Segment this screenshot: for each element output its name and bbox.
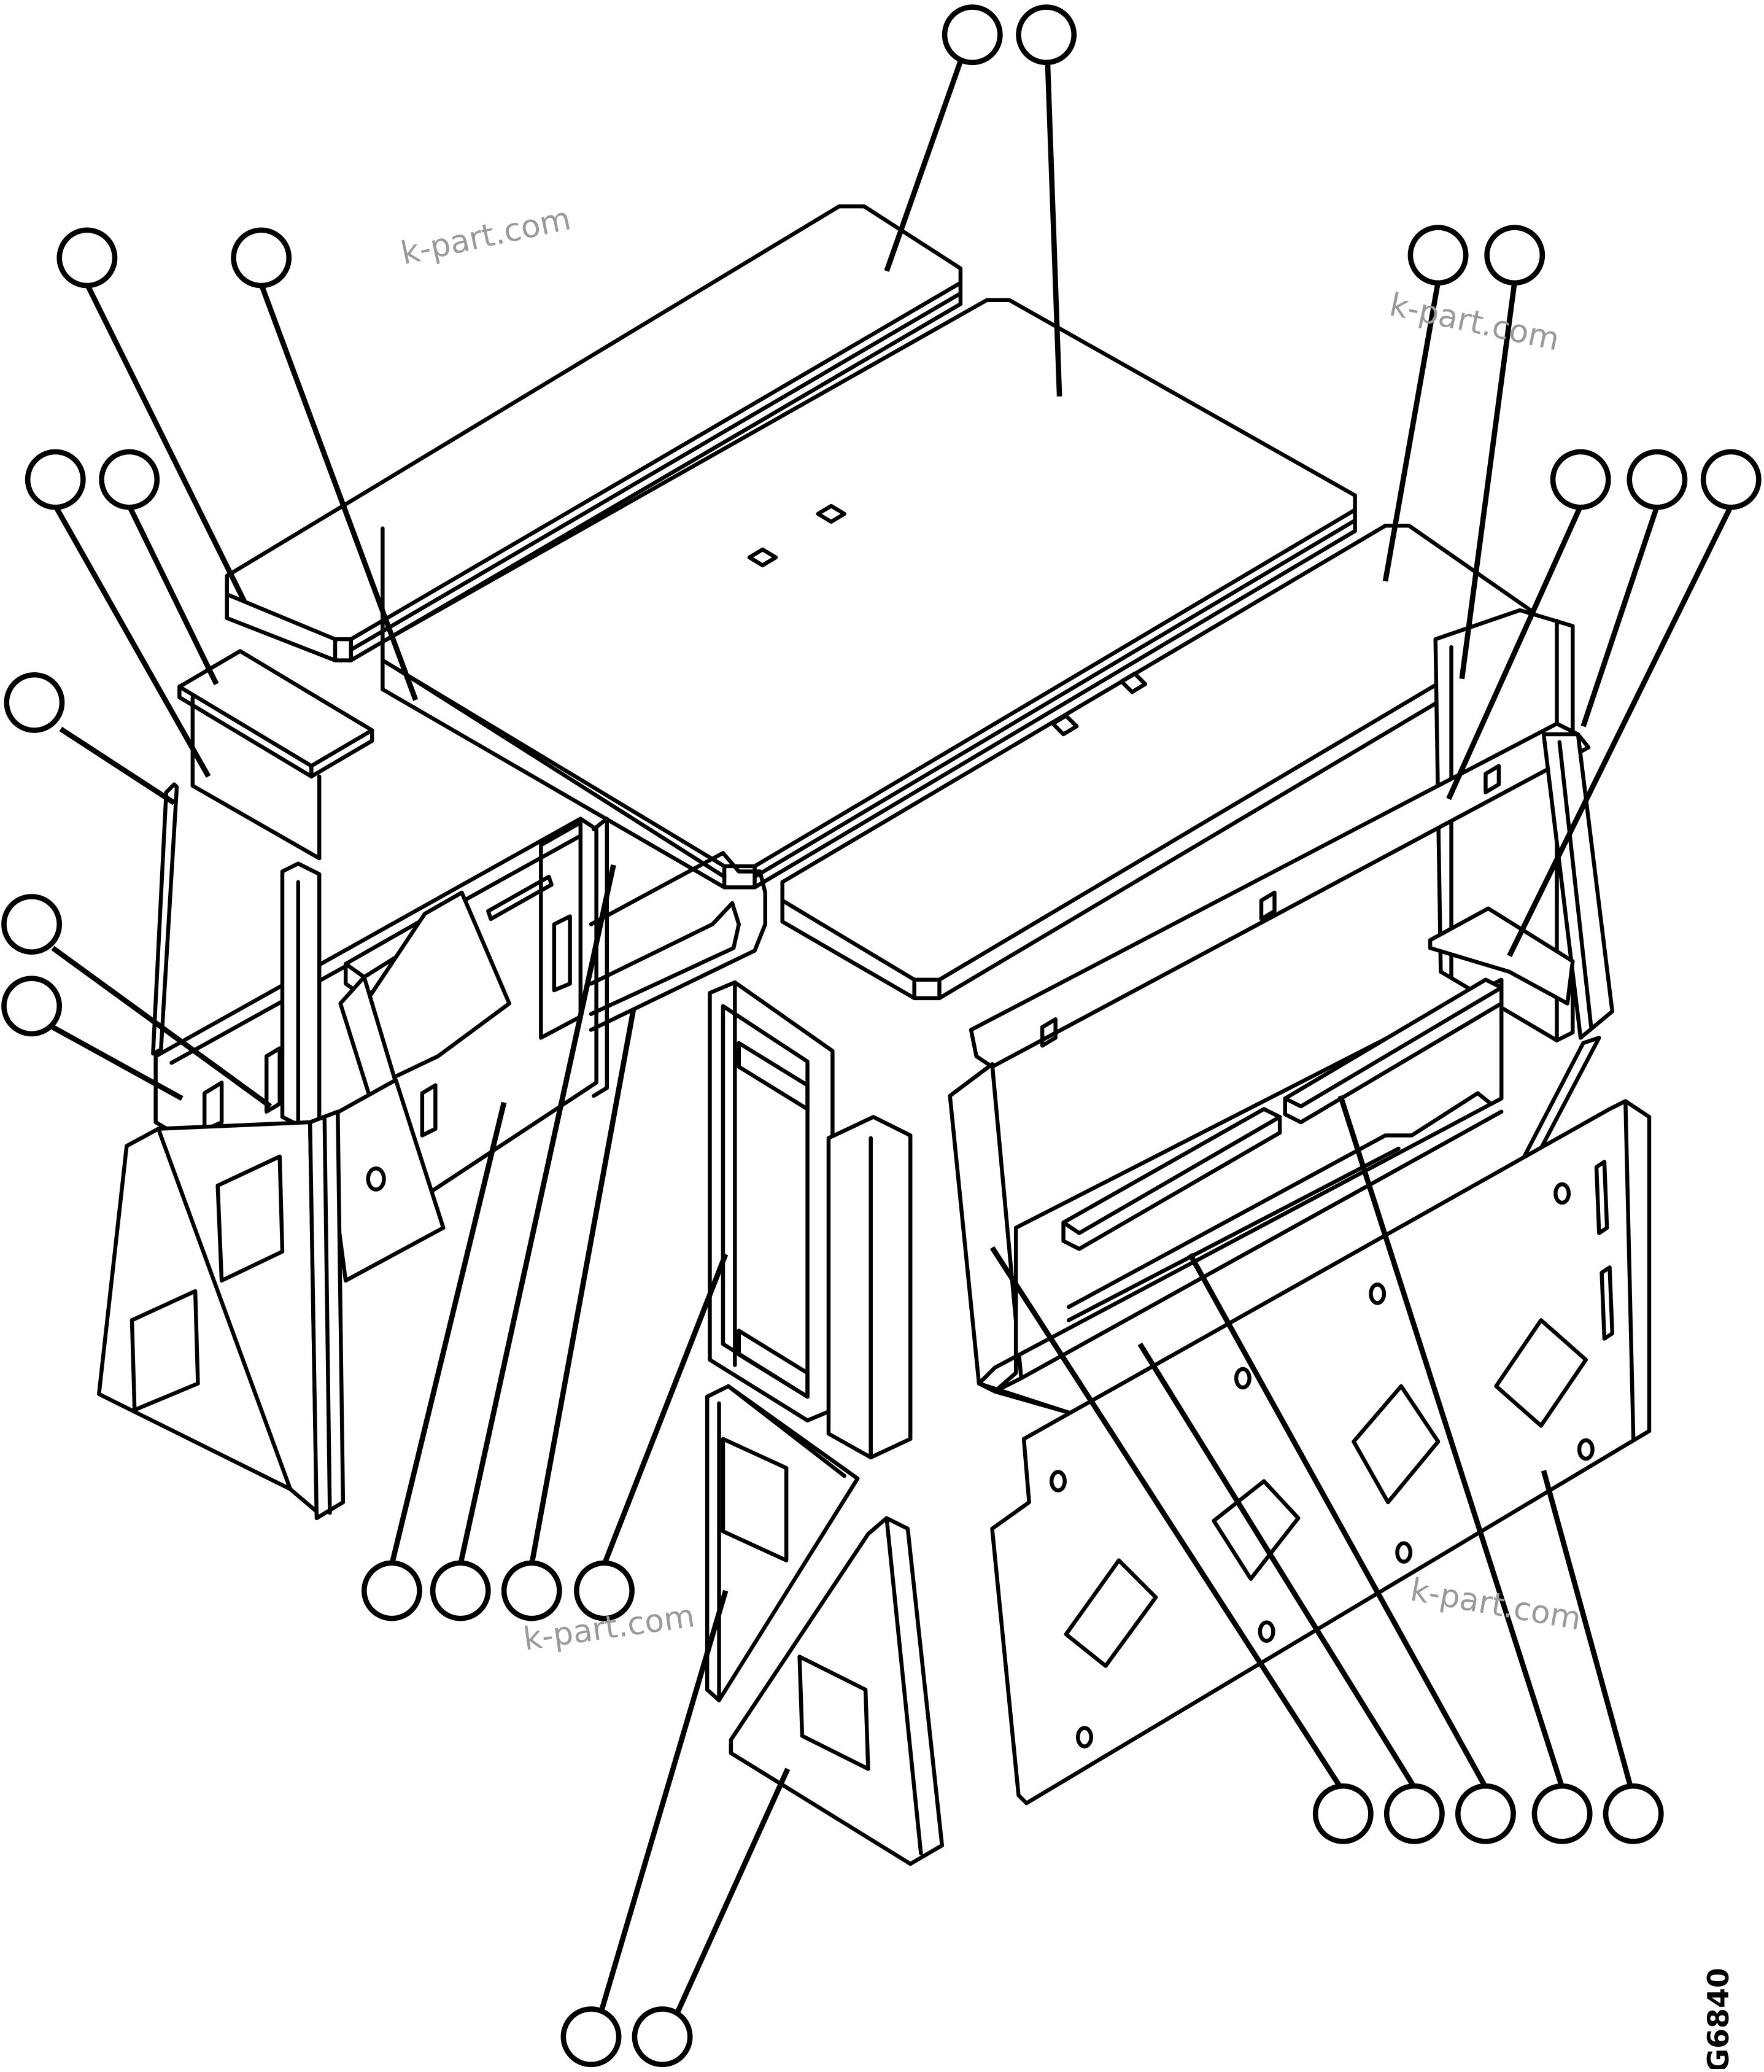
callout-bubble-c5[interactable]: [1407, 225, 1469, 286]
roof-panel-center: [381, 298, 1357, 890]
callout-bubble-c15[interactable]: [361, 1560, 422, 1621]
callout-bubble-c10[interactable]: [25, 449, 86, 510]
callout-bubble-c23[interactable]: [1455, 1783, 1516, 1844]
interior-rail-upper: [1283, 977, 1504, 1125]
left-post-strip: [151, 782, 179, 1056]
callout-bubble-c18[interactable]: [574, 1560, 635, 1621]
right-side-frame: [948, 977, 1504, 1415]
cap-plate: [177, 649, 374, 778]
center-lower-triangle-plate: [705, 1384, 860, 1702]
watermark-1: k-part.com: [398, 200, 574, 272]
center-door-frame: [708, 980, 913, 1460]
callout-bubble-c11[interactable]: [99, 449, 160, 510]
callout-bubble-c20[interactable]: [632, 2006, 693, 2068]
callout-bubble-c8[interactable]: [1627, 449, 1688, 510]
callout-bubble-c24[interactable]: [1531, 1783, 1593, 1844]
right-crossbeam: [969, 721, 1591, 1069]
watermark-2: k-part.com: [1387, 286, 1563, 358]
callout-bubble-c21[interactable]: [1312, 1783, 1374, 1844]
callout-bubble-c2[interactable]: [1016, 4, 1077, 66]
callout-bubble-c12[interactable]: [4, 672, 65, 733]
callout-bubble-c9[interactable]: [1700, 449, 1762, 510]
callout-bubble-c3[interactable]: [56, 227, 118, 289]
callout-bubble-c7[interactable]: [1550, 449, 1611, 510]
callout-bubble-c1[interactable]: [942, 4, 1003, 66]
interior-rail-lower: [1061, 1107, 1282, 1251]
right-lower-rail: [1066, 1091, 1493, 1322]
callout-bubble-c14[interactable]: [1, 976, 63, 1037]
roof-panel-left: [225, 204, 963, 662]
right-end-frame: [1428, 732, 1615, 1040]
drawing-code: G6840: [1702, 1968, 1736, 2069]
lower-left-rail: [589, 851, 767, 1032]
callout-bubble-c17[interactable]: [501, 1560, 562, 1621]
callout-bubble-c25[interactable]: [1603, 1783, 1664, 1844]
callout-bubble-c16[interactable]: [430, 1560, 491, 1621]
upper-left-column: [190, 695, 322, 861]
callout-bubble-c19[interactable]: [560, 2006, 622, 2068]
callout-bubble-c4[interactable]: [231, 227, 292, 289]
callout-bubble-c13[interactable]: [1, 894, 63, 955]
right-front-large-panel: [990, 1099, 1652, 1806]
callout-bubbles: [1, 4, 1762, 2068]
left-front-triangle-panel: [96, 1109, 346, 1521]
leader-lines: [51, 60, 1734, 2047]
callout-bubble-c6[interactable]: [1484, 225, 1545, 286]
callout-bubble-c22[interactable]: [1383, 1783, 1445, 1844]
